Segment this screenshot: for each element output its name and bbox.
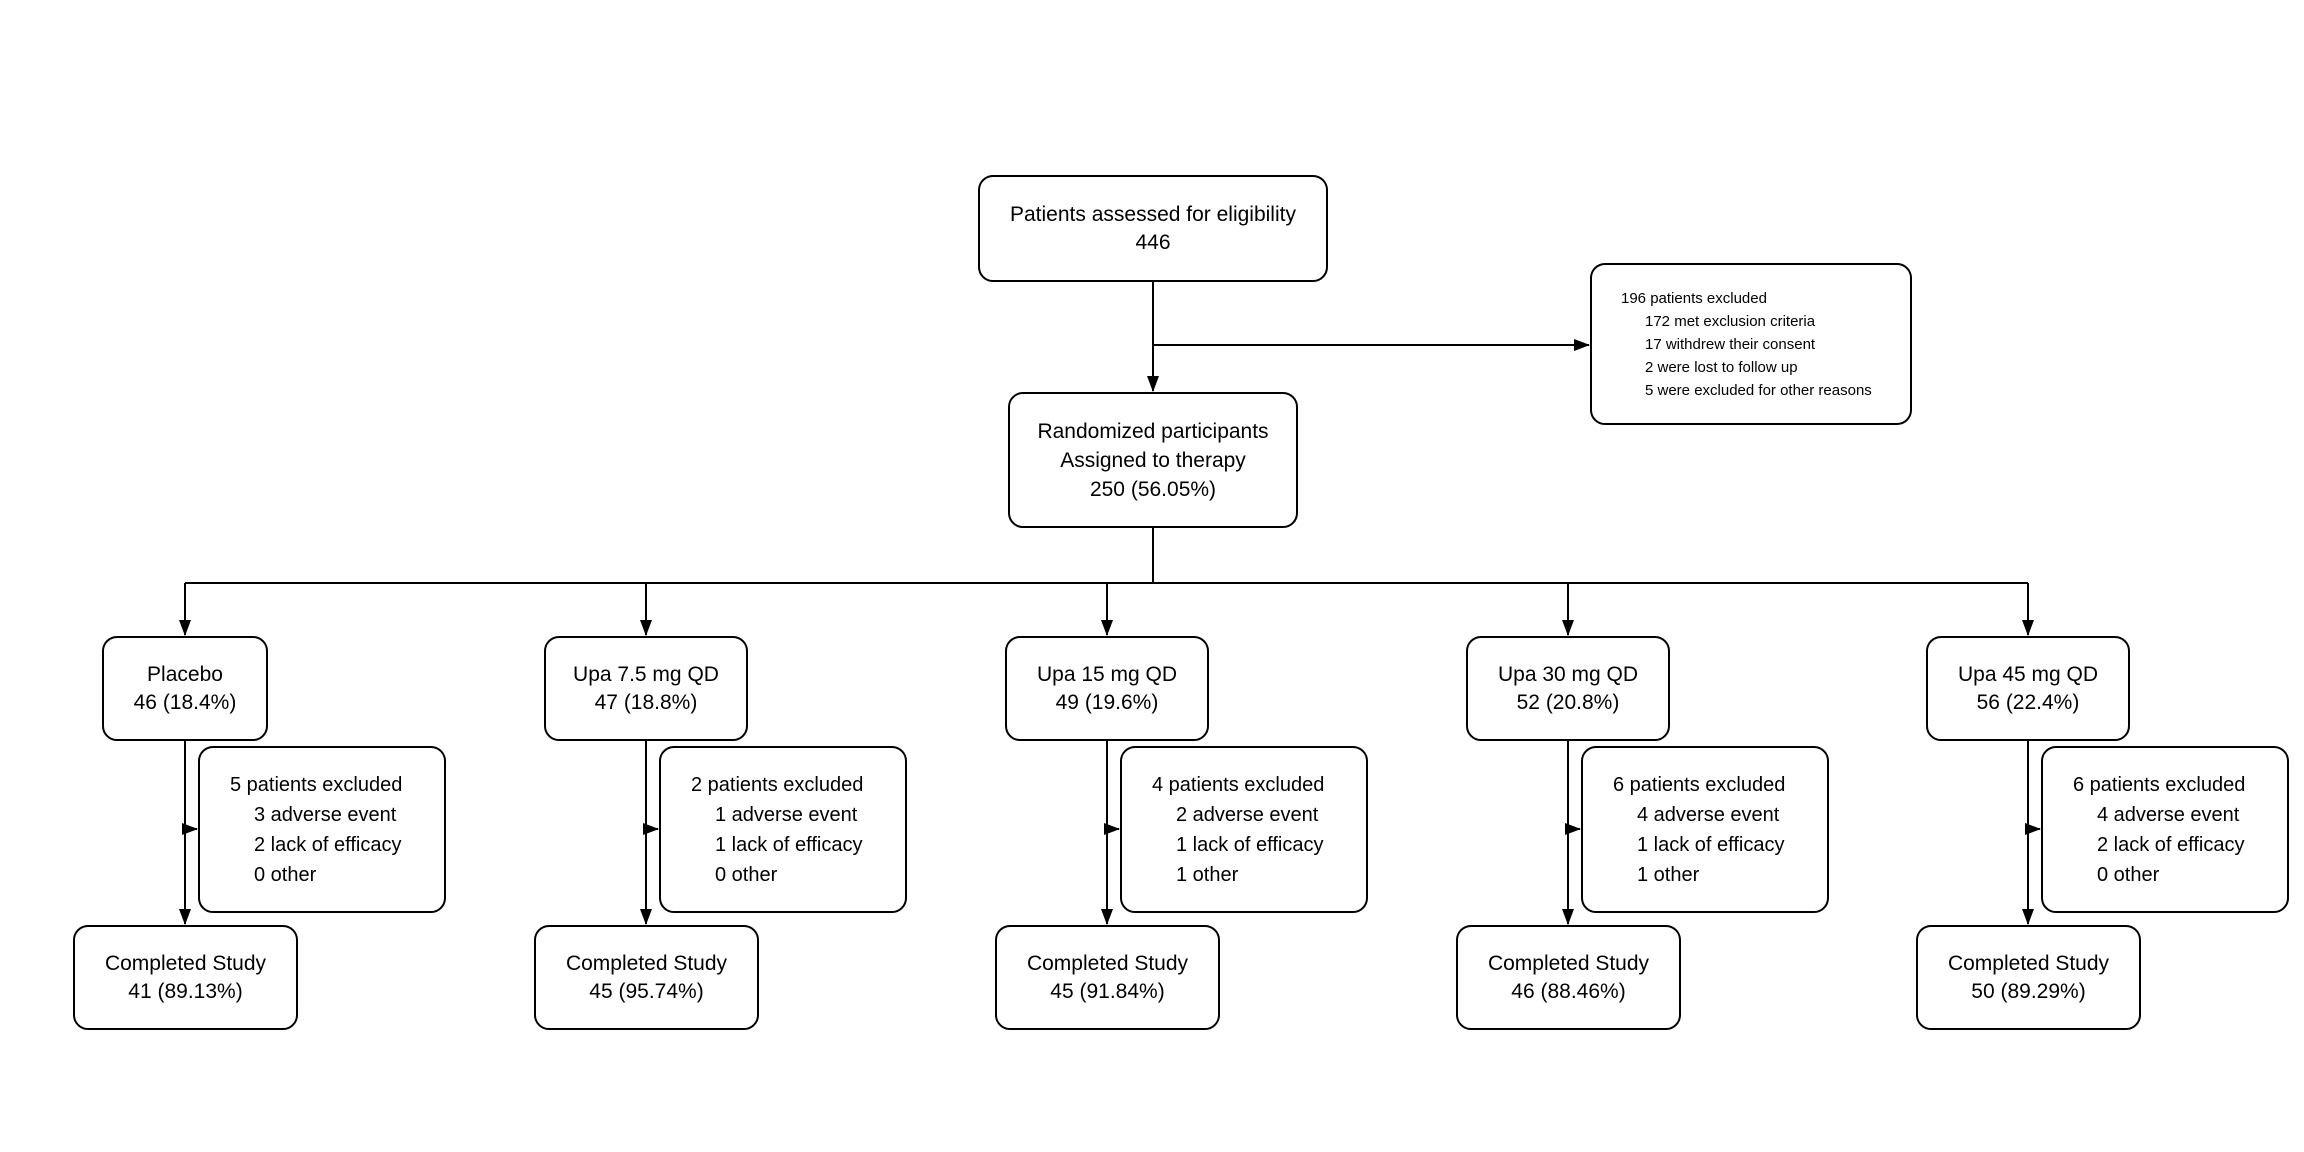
- completed-count: 46 (88.46%): [1511, 979, 1626, 1003]
- screening-excluded-item: 5 were excluded for other reasons: [1645, 382, 1872, 399]
- completed-count: 41 (89.13%): [128, 979, 243, 1003]
- arm-count: 52 (20.8%): [1516, 690, 1620, 714]
- arm-excluded-item: 3 adverse event: [254, 804, 397, 826]
- completed-box: Completed Study 50 (89.29%): [1916, 925, 2141, 1030]
- arm-excluded-item: 2 lack of efficacy: [2097, 834, 2245, 856]
- arm-excluded-item: 0 other: [715, 864, 778, 886]
- completed-box: Completed Study 46 (88.46%): [1456, 925, 1681, 1030]
- arm-excluded-item: 1 lack of efficacy: [715, 834, 863, 856]
- arm-excluded-item: 1 lack of efficacy: [1176, 834, 1324, 856]
- arm-excluded-item: 2 lack of efficacy: [254, 834, 402, 856]
- screening-excluded-box: 196 patients excluded 172 met exclusion …: [1590, 263, 1912, 425]
- arm-box: Upa 45 mg QD 56 (22.4%): [1926, 636, 2130, 741]
- completed-label: Completed Study: [1026, 951, 1189, 975]
- arm-count: 49 (19.6%): [1055, 690, 1159, 714]
- arm-excluded-item: 1 other: [1176, 864, 1239, 886]
- randomized-line1: Randomized participants: [1037, 419, 1269, 443]
- arm-label: Upa 30 mg QD: [1497, 662, 1639, 686]
- arm-label: Upa 15 mg QD: [1036, 662, 1178, 686]
- screening-excluded-item: 172 met exclusion criteria: [1645, 313, 1816, 330]
- arm-excluded-title: 4 patients excluded: [1152, 774, 1325, 796]
- arm-excluded-item: 1 other: [1637, 864, 1700, 886]
- arm-excluded-box: 2 patients excluded 1 adverse event 1 la…: [659, 746, 907, 913]
- arm-label: Placebo: [147, 662, 223, 686]
- randomized-line2: Assigned to therapy: [1060, 448, 1246, 472]
- arm-excluded-item: 4 adverse event: [1637, 804, 1780, 826]
- completed-label: Completed Study: [104, 951, 267, 975]
- screening-excluded-item: 17 withdrew their consent: [1645, 336, 1816, 353]
- arm-excluded-box: 6 patients excluded 4 adverse event 2 la…: [2041, 746, 2289, 913]
- arm-label: Upa 45 mg QD: [1957, 662, 2099, 686]
- randomized-count: 250 (56.05%): [1089, 477, 1217, 501]
- completed-count: 45 (91.84%): [1050, 979, 1165, 1003]
- arm-excluded-box: 4 patients excluded 2 adverse event 1 la…: [1120, 746, 1368, 913]
- eligibility-count: 446: [1135, 230, 1171, 254]
- completed-box: Completed Study 45 (95.74%): [534, 925, 759, 1030]
- arm-excluded-item: 1 lack of efficacy: [1637, 834, 1785, 856]
- arm-box: Upa 15 mg QD 49 (19.6%): [1005, 636, 1209, 741]
- arm-excluded-item: 0 other: [2097, 864, 2160, 886]
- arm-count: 46 (18.4%): [133, 690, 237, 714]
- eligibility-box: Patients assessed for eligibility 446: [978, 175, 1328, 282]
- completed-box: Completed Study 45 (91.84%): [995, 925, 1220, 1030]
- completed-count: 45 (95.74%): [589, 979, 704, 1003]
- arm-count: 47 (18.8%): [594, 690, 698, 714]
- arm-excluded-title: 2 patients excluded: [691, 774, 864, 796]
- arm-excluded-title: 6 patients excluded: [1613, 774, 1786, 796]
- arm-excluded-item: 1 adverse event: [715, 804, 858, 826]
- screening-excluded-item: 2 were lost to follow up: [1645, 359, 1798, 376]
- randomized-box: Randomized participants Assigned to ther…: [1008, 392, 1298, 528]
- eligibility-title: Patients assessed for eligibility: [1010, 202, 1296, 226]
- arm-excluded-item: 2 adverse event: [1176, 804, 1319, 826]
- arm-excluded-title: 5 patients excluded: [230, 774, 403, 796]
- arm-excluded-item: 0 other: [254, 864, 317, 886]
- arm-box: Upa 7.5 mg QD 47 (18.8%): [544, 636, 748, 741]
- arm-box: Upa 30 mg QD 52 (20.8%): [1466, 636, 1670, 741]
- completed-label: Completed Study: [565, 951, 728, 975]
- screening-excluded-title: 196 patients excluded: [1621, 290, 1767, 307]
- arm-excluded-box: 6 patients excluded 4 adverse event 1 la…: [1581, 746, 1829, 913]
- completed-count: 50 (89.29%): [1971, 979, 2086, 1003]
- arm-label: Upa 7.5 mg QD: [573, 662, 719, 686]
- arm-excluded-item: 4 adverse event: [2097, 804, 2240, 826]
- completed-label: Completed Study: [1487, 951, 1650, 975]
- arm-excluded-box: 5 patients excluded 3 adverse event 2 la…: [198, 746, 446, 913]
- completed-label: Completed Study: [1947, 951, 2110, 975]
- arm-box: Placebo 46 (18.4%): [102, 636, 268, 741]
- arm-count: 56 (22.4%): [1976, 690, 2080, 714]
- completed-box: Completed Study 41 (89.13%): [73, 925, 298, 1030]
- arm-excluded-title: 6 patients excluded: [2073, 774, 2246, 796]
